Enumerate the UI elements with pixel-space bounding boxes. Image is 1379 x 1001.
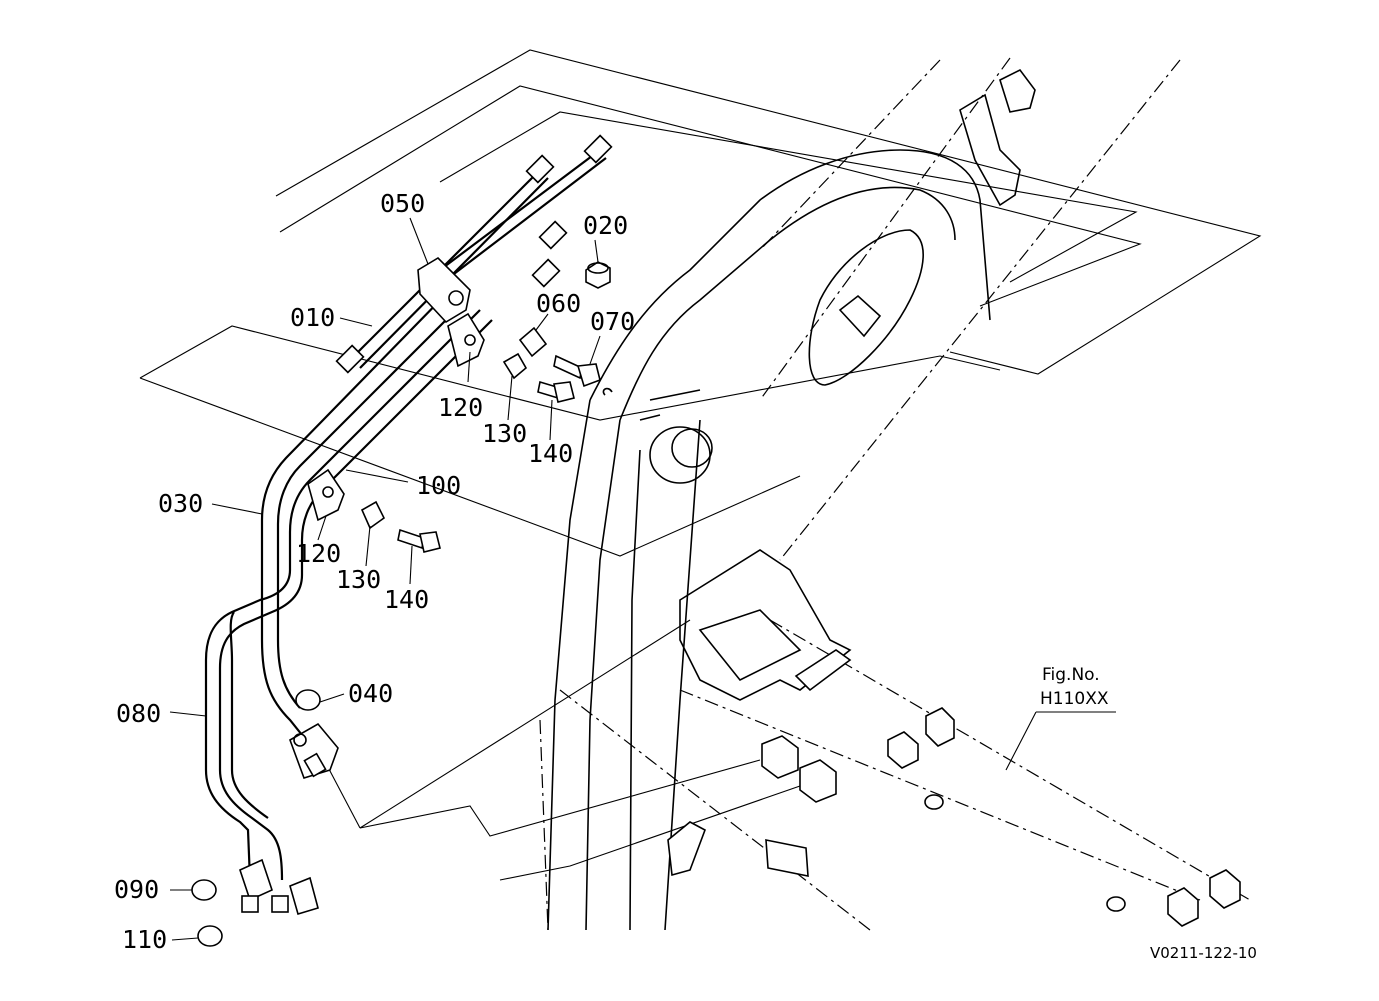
label-110: 110 <box>122 925 167 954</box>
fig-no-label: Fig.No. <box>1042 665 1100 685</box>
label-140-lower: 140 <box>384 585 429 614</box>
center-lines <box>539 57 1251 931</box>
leader-lines <box>169 217 1116 941</box>
label-070: 070 <box>590 307 635 336</box>
label-030: 030 <box>158 489 203 518</box>
label-080: 080 <box>116 699 161 728</box>
hardware-parts <box>191 220 1241 947</box>
label-020: 020 <box>583 211 628 240</box>
label-140-upper: 140 <box>528 439 573 468</box>
label-120-lower: 120 <box>296 539 341 568</box>
label-040: 040 <box>348 679 393 708</box>
hydraulic-pipes <box>204 134 613 881</box>
label-100: 100 <box>416 471 461 500</box>
part-labels: 050 020 010 060 070 120 130 140 100 030 … <box>114 189 635 954</box>
label-130-upper: 130 <box>482 419 527 448</box>
label-120-upper: 120 <box>438 393 483 422</box>
figure-reference: Fig.No. H110XX <box>1040 665 1109 709</box>
reference-planes <box>139 49 1262 881</box>
clamps-and-fittings <box>239 256 485 915</box>
label-090: 090 <box>114 875 159 904</box>
boom-structure <box>547 68 1036 931</box>
label-060: 060 <box>536 289 581 318</box>
fig-no-number: H110XX <box>1040 689 1109 709</box>
label-010: 010 <box>290 303 335 332</box>
drawing-code: V0211-122-10 <box>1150 944 1257 962</box>
label-050: 050 <box>380 189 425 218</box>
label-130-lower: 130 <box>336 565 381 594</box>
